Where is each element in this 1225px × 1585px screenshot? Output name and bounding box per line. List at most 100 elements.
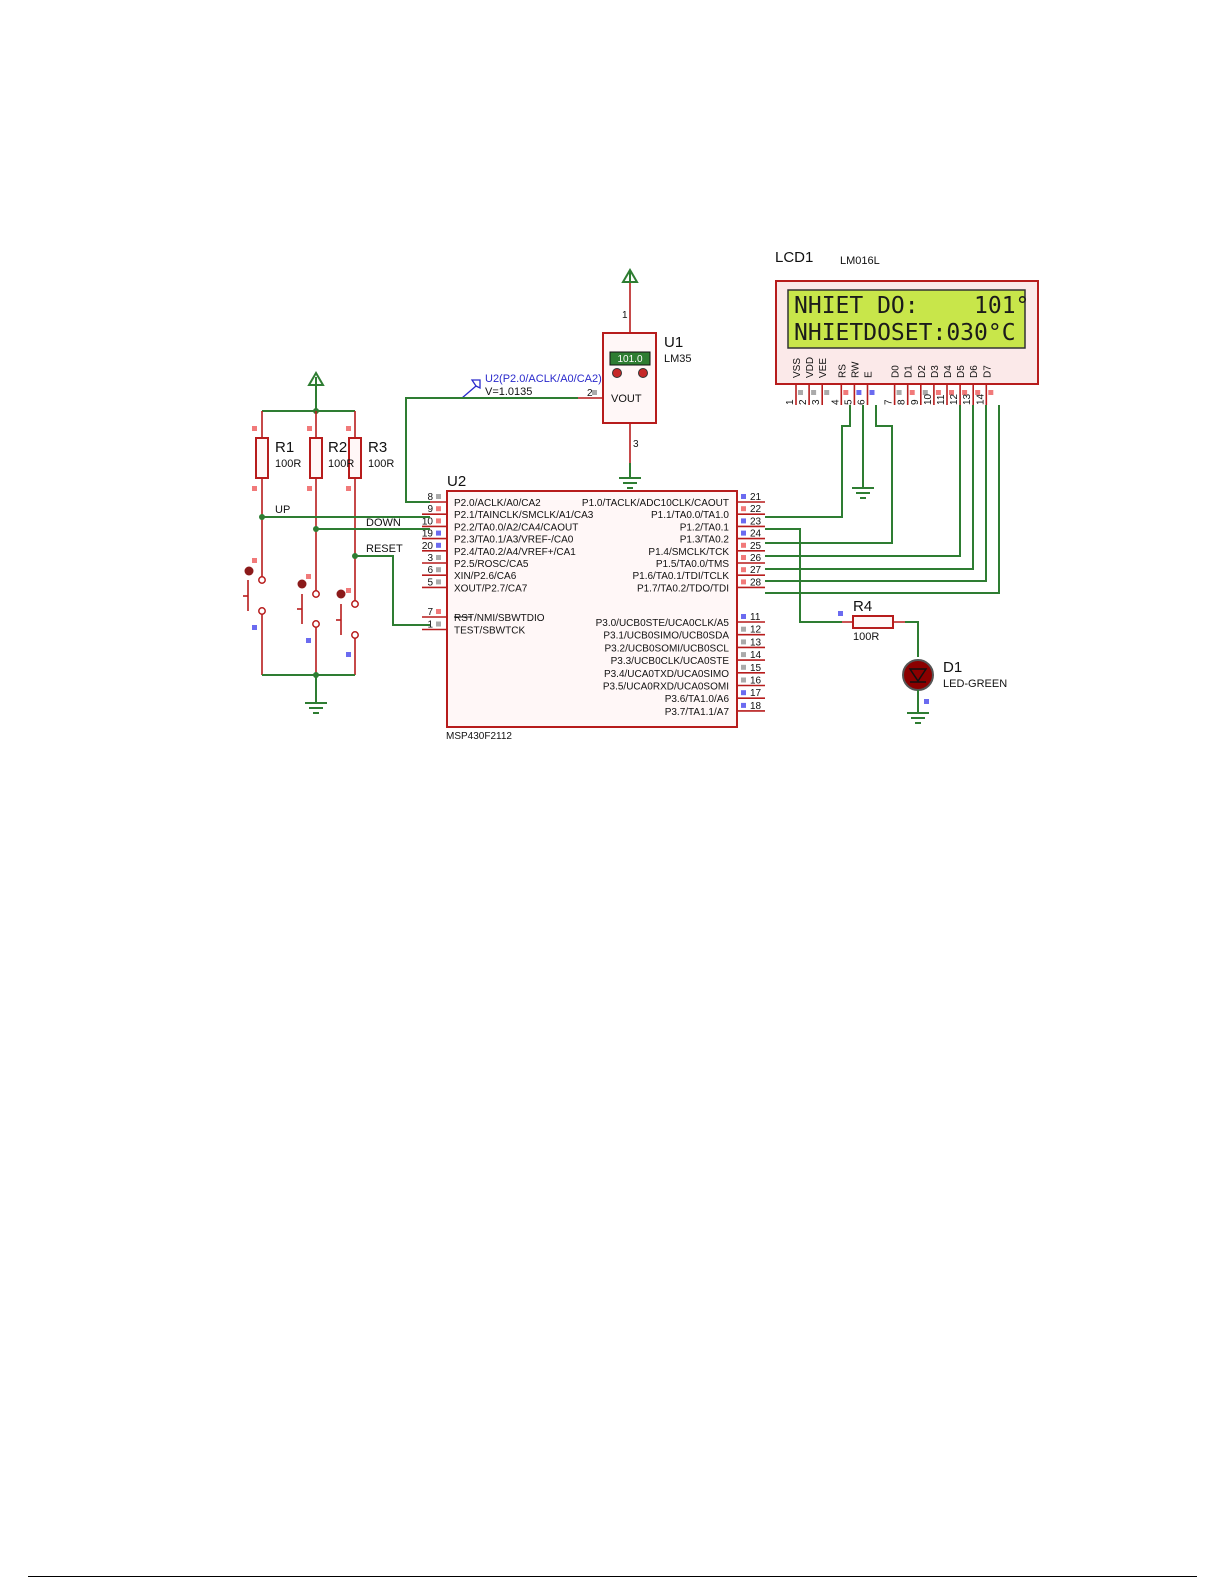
- pin-state-marker: [306, 574, 311, 579]
- button-knob-icon[interactable]: [336, 589, 346, 599]
- mcu-pin-number: 1: [427, 620, 433, 631]
- lcd-pin-name: VEE: [818, 358, 829, 378]
- mcu-pin-number: 3: [427, 553, 433, 564]
- lcd-pin-name: D6: [969, 365, 980, 378]
- lcd-pin-name: D4: [943, 365, 954, 378]
- mcu-pin-name: RST/NMI/SBWTDIO: [454, 613, 545, 624]
- lcd-pin-number: 13: [962, 393, 973, 405]
- lcd-screen: [787, 289, 1026, 349]
- pin-state-marker: [741, 677, 746, 683]
- resistor-r4[interactable]: R4 100R: [838, 598, 905, 643]
- mcu-pin-name: P3.7/TA1.1/A7: [665, 707, 730, 718]
- mcu-pin-number: 22: [750, 504, 762, 515]
- pin-state-marker: [592, 390, 597, 395]
- led-model: LED-GREEN: [943, 678, 1007, 690]
- pin-state-marker: [896, 390, 902, 395]
- net-sensor-wire: [405, 397, 578, 503]
- pin-state-marker: [962, 390, 968, 395]
- lcd-pin-number: 8: [897, 399, 908, 405]
- pushbutton-down[interactable]: [297, 495, 320, 675]
- pin-state-marker: [741, 579, 746, 585]
- lcd-pin-name: RS: [837, 364, 848, 378]
- sensor-out-label: VOUT: [611, 393, 642, 405]
- led-d1[interactable]: D1 LED-GREEN: [902, 659, 1007, 724]
- led-body: [902, 659, 934, 691]
- mcu-pin-number: 23: [750, 516, 762, 527]
- led-ref: D1: [943, 659, 962, 676]
- button-contact: [312, 590, 320, 598]
- mcu-pin-name: P2.1/TAINCLK/SMCLK/A1/CA3: [454, 510, 594, 521]
- pin-state-marker: [975, 390, 981, 395]
- lcd-pin-name: D7: [982, 365, 993, 378]
- lcd-pin-number: 9: [910, 399, 921, 405]
- pin-state-marker: [909, 390, 915, 395]
- lcd-pin-name: D1: [904, 365, 915, 378]
- pin-state-marker: [843, 390, 849, 395]
- lcd-pin-name: D0: [891, 365, 902, 378]
- lcd-pin-number: 3: [811, 399, 822, 405]
- r1-value: 100R: [275, 458, 301, 470]
- lcd-module[interactable]: LCD1 LM016L NHIET DO: 101° NHIETDOSET:03…: [775, 249, 1039, 405]
- lcd-pin-number: 10: [923, 393, 934, 405]
- temperature-sensor[interactable]: 1 101.0 VOUT U1 LM35 2 3: [578, 282, 692, 463]
- mcu-left-pins: 8P2.0/ACLK/A0/CA29P2.1/TAINCLK/SMCLK/A1/…: [422, 492, 594, 637]
- lcd-pin-number: 4: [830, 399, 841, 405]
- mcu-ref: U2: [447, 473, 466, 490]
- pin-state-marker: [307, 486, 312, 491]
- pin-state-marker: [741, 567, 746, 573]
- pushbutton-reset[interactable]: [336, 495, 359, 675]
- sensor-up-button[interactable]: [638, 368, 648, 378]
- r1-ref: R1: [275, 439, 294, 456]
- button-knob-icon[interactable]: [244, 566, 254, 576]
- pin-state-marker: [346, 486, 351, 491]
- microcontroller[interactable]: U2 MSP430F2112 8P2.0/ACLK/A0/CA29P2.1/TA…: [422, 473, 765, 742]
- mcu-pin-name: P1.1/TA0.0/TA1.0: [651, 510, 729, 521]
- r2-value: 100R: [328, 458, 354, 470]
- pin-state-marker: [436, 579, 441, 585]
- lcd-pin-name: E: [864, 371, 875, 378]
- r2-body: [309, 437, 323, 479]
- mcu-pin-number: 24: [750, 529, 762, 540]
- mcu-pin-number: 14: [750, 650, 762, 661]
- pin-state-marker: [252, 486, 257, 491]
- power-arrow-icon: [307, 371, 325, 386]
- button-knob-icon[interactable]: [297, 579, 307, 589]
- net-up-label: UP: [275, 504, 290, 516]
- lcd-pin-number: 6: [857, 399, 868, 405]
- mcu-pin-number: 5: [427, 577, 433, 588]
- lcd-pin-name: RW: [850, 361, 861, 378]
- pin-state-marker: [436, 518, 441, 524]
- net-down-label: DOWN: [366, 517, 401, 529]
- lcd-pin-group: 1VSS2VDD3VEE4RS5RW6E7D08D19D210D311D412D…: [785, 357, 994, 405]
- mcu-pin-name: P3.1/UCB0SIMO/UCB0SDA: [603, 631, 729, 642]
- net-reset-wire: [355, 555, 430, 626]
- sensor-down-button[interactable]: [612, 368, 622, 378]
- pin-state-marker: [741, 542, 746, 548]
- mcu-pin-number: 17: [750, 688, 762, 699]
- mcu-pin-name: P1.7/TA0.2/TDO/TDI: [637, 583, 729, 594]
- sensor-pin-2: 2: [587, 388, 593, 399]
- mcu-pin-number: 28: [750, 577, 762, 588]
- mcu-pin-number: 16: [750, 676, 762, 687]
- mcu-pin-number: 11: [750, 612, 761, 623]
- lcd-pin-number: 7: [884, 399, 895, 405]
- button-ground: [262, 672, 355, 714]
- button-contact: [258, 607, 266, 615]
- pin-state-marker: [922, 390, 928, 395]
- pin-state-marker: [307, 426, 312, 431]
- mcu-pin-number: 8: [427, 492, 433, 503]
- pin-state-marker: [741, 530, 746, 536]
- net-rs-wire: [765, 405, 851, 518]
- button-contact: [351, 631, 359, 639]
- junction-dot: [259, 514, 265, 520]
- r2-ref: R2: [328, 439, 347, 456]
- mcu-pin-name: P2.4/TA0.2/A4/VREF+/CA1: [454, 547, 576, 558]
- pin-state-marker: [856, 390, 862, 395]
- mcu-pin-number: 9: [427, 504, 433, 515]
- lcd-pin-number: 12: [949, 393, 960, 405]
- pushbutton-up[interactable]: [243, 495, 266, 675]
- pin-state-marker: [741, 494, 746, 499]
- net-e-wire: [765, 405, 893, 544]
- pin-state-marker: [436, 506, 441, 512]
- voltage-probe[interactable]: U2(P2.0/ACLK/A0/CA2) V=1.0135: [461, 373, 602, 399]
